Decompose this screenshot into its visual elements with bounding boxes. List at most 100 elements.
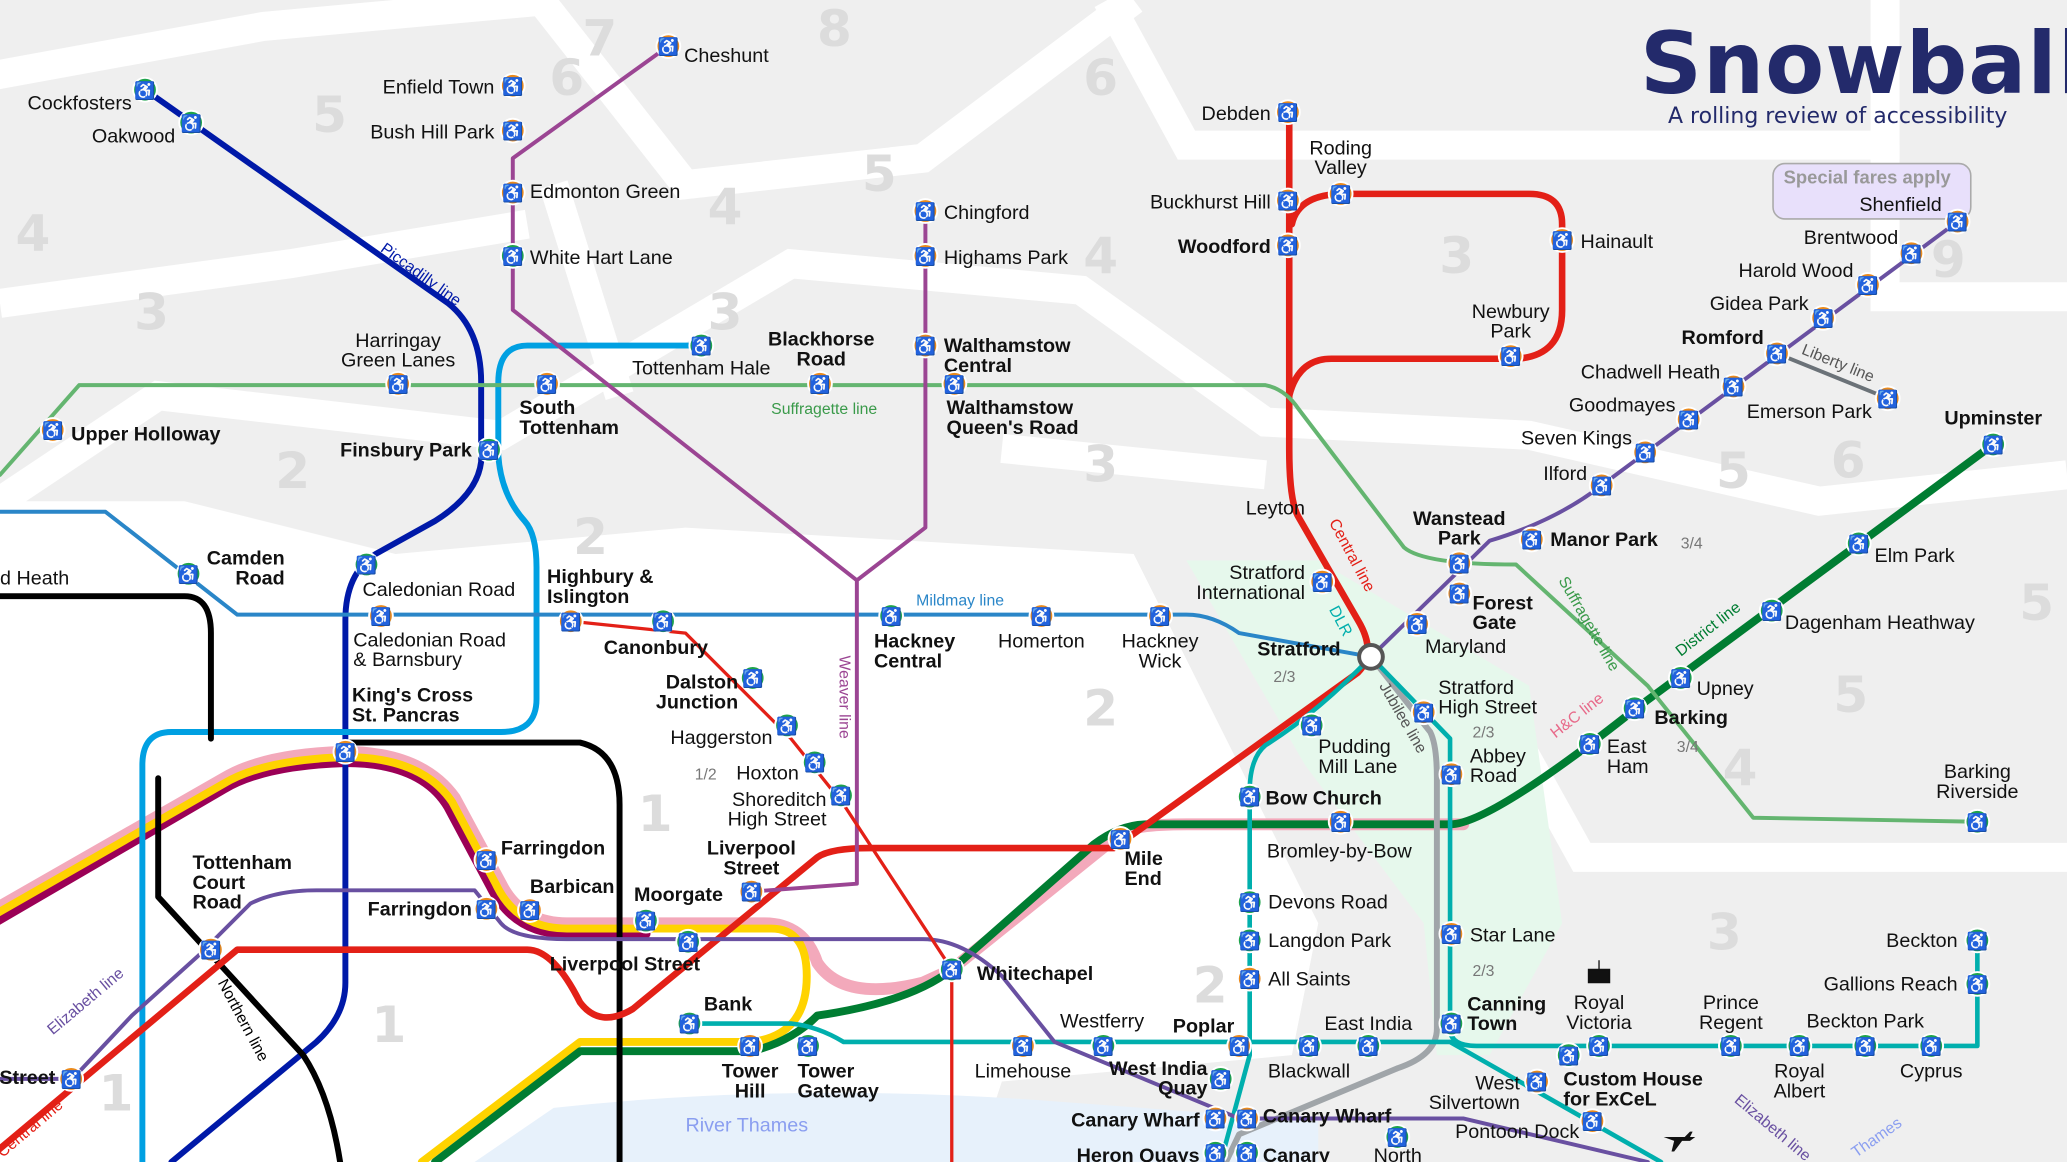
station-gallions-reach[interactable]: ♿Gallions Reach <box>1824 971 1991 997</box>
station-upper-holloway[interactable]: ♿Upper Holloway <box>39 417 221 446</box>
station-upney[interactable]: ♿Upney <box>1667 665 1754 700</box>
station-gidea-park[interactable]: ♿Gidea Park <box>1710 293 1836 331</box>
station-barking[interactable]: ♿Barking <box>1621 695 1728 729</box>
station-finsbury-park[interactable]: ♿Finsbury Park <box>340 436 502 463</box>
station-hainault[interactable]: ♿Hainault <box>1549 227 1654 253</box>
station-beckton-park[interactable]: ♿Beckton Park <box>1807 1010 1925 1059</box>
station-chadwell-heath[interactable]: ♿Chadwell Heath <box>1581 362 1747 400</box>
station-poplar[interactable]: ♿Poplar <box>1173 1016 1252 1059</box>
station-woodford[interactable]: ♿Woodford <box>1178 232 1301 258</box>
station-d-heath[interactable]: d Heath <box>0 567 69 589</box>
station-buckhurst-hill[interactable]: ♿Buckhurst Hill <box>1150 187 1301 214</box>
station-cyprus[interactable]: ♿Cyprus <box>1900 1033 1963 1083</box>
station-whitechapel[interactable]: ♿Whitechapel <box>938 956 1093 985</box>
station-elm-park[interactable]: ♿Elm Park <box>1845 530 1955 567</box>
station-emerson-park[interactable]: ♿Emerson Park <box>1747 385 1901 423</box>
station-heron-quays[interactable]: ♿Heron Quays <box>1077 1139 1229 1162</box>
station-north[interactable]: ♿North <box>1374 1124 1422 1162</box>
station-romford[interactable]: ♿Romford <box>1681 327 1790 367</box>
station-canonbury[interactable]: ♿Canonbury <box>604 608 708 659</box>
station-bush-hill-park[interactable]: ♿Bush Hill Park <box>370 117 526 144</box>
station-pontoon-dock[interactable]: ♿Pontoon Dock <box>1455 1108 1606 1143</box>
station-goodmayes[interactable]: ♿Goodmayes <box>1569 395 1702 433</box>
station-bank[interactable]: ♿Bank <box>676 993 754 1037</box>
station-chingford[interactable]: ♿Chingford <box>912 198 1030 224</box>
station-edmonton-green[interactable]: ♿Edmonton Green <box>499 179 680 206</box>
station-caledonian-road-barnsbury[interactable]: ♿Caledonian Road& Barnsbury <box>353 603 506 671</box>
station-shenfield[interactable]: ♿Shenfield <box>1859 194 1971 235</box>
station-westferry[interactable]: ♿Westferry <box>1060 1010 1144 1059</box>
station-highbury-islington[interactable]: ♿Highbury &Islington <box>547 566 654 635</box>
station-upminster[interactable]: ♿Upminster <box>1944 408 2042 458</box>
station-harold-wood[interactable]: ♿Harold Wood <box>1738 260 1881 298</box>
station-white-hart-lane[interactable]: ♿White Hart Lane <box>499 243 673 269</box>
station-oakwood[interactable]: ♿Oakwood <box>92 109 204 148</box>
station-homerton[interactable]: ♿Homerton <box>998 603 1085 653</box>
station-canary[interactable]: ♿Canary <box>1234 1139 1330 1162</box>
station-canary-wharf[interactable]: ♿Canary Wharf <box>1234 1105 1392 1132</box>
station-maryland[interactable]: ♿Maryland <box>1404 611 1506 658</box>
station-barbican[interactable]: ♿Barbican <box>517 876 615 923</box>
station-farringdon[interactable]: ♿Farringdon <box>473 838 606 873</box>
station-dagenham-heathway[interactable]: ♿Dagenham Heathway <box>1758 597 1975 634</box>
station-enfield-town[interactable]: ♿Enfield Town <box>383 72 526 99</box>
station-liverpool-street[interactable]: ♿Liverpool Street <box>550 928 701 976</box>
station-moorgate[interactable]: ♿Moorgate <box>633 884 723 934</box>
station-leyton[interactable]: Leyton <box>1246 497 1305 519</box>
station-ilford[interactable]: ♿Ilford <box>1543 463 1615 499</box>
station-bromley-by-bow[interactable]: ♿Bromley-by-Bow <box>1267 808 1413 862</box>
station-canary-wharf[interactable]: ♿Canary Wharf <box>1071 1105 1229 1132</box>
station-street[interactable]: ♿Street <box>0 1066 85 1092</box>
station-star-lane[interactable]: ♿Star Lane <box>1438 920 1556 947</box>
station-limehouse[interactable]: ♿Limehouse <box>975 1033 1072 1083</box>
station-highams-park[interactable]: ♿Highams Park <box>912 243 1069 269</box>
station-seven-kings[interactable]: ♿Seven Kings <box>1521 427 1659 466</box>
station-tottenham-hale[interactable]: ♿Tottenham Hale <box>632 332 771 380</box>
station-blackwall[interactable]: ♿Blackwall <box>1268 1033 1350 1083</box>
station-caledonian-road[interactable]: ♿Caledonian Road <box>353 551 516 602</box>
station-debden[interactable]: ♿Debden <box>1202 99 1301 125</box>
station-cockfosters[interactable]: ♿Cockfosters <box>27 76 158 115</box>
station-langdon-park[interactable]: ♿Langdon Park <box>1236 927 1391 954</box>
station-haggerston[interactable]: ♿Haggerston <box>670 712 800 749</box>
station-all-saints[interactable]: ♿All Saints <box>1236 965 1351 992</box>
station-cheshunt[interactable]: ♿Cheshunt <box>655 33 769 67</box>
station-brentwood[interactable]: ♿Brentwood <box>1804 227 1925 267</box>
station-devons-road[interactable]: ♿Devons Road <box>1236 889 1388 916</box>
station-bow-church[interactable]: ♿Bow Church <box>1236 783 1382 810</box>
